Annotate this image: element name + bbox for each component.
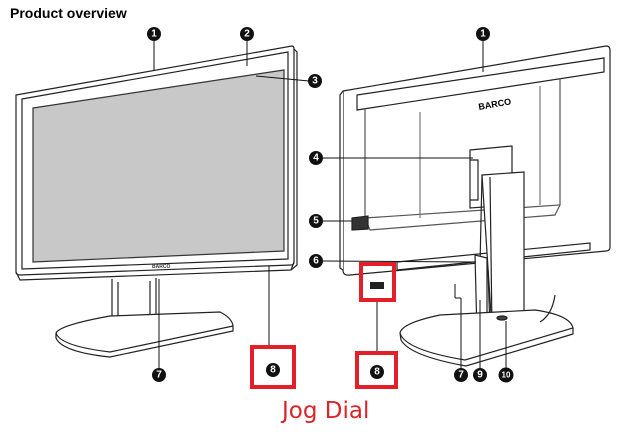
callout-8-highlight-front (250, 345, 296, 389)
svg-text:9: 9 (477, 370, 483, 381)
jog-dial-caption: Jog Dial (282, 398, 370, 424)
svg-text:8: 8 (270, 365, 276, 376)
svg-text:4: 4 (313, 153, 319, 164)
callout-5: 5 (309, 214, 323, 228)
callout-4: 4 (309, 151, 323, 165)
callout-3: 3 (308, 74, 322, 88)
svg-text:2: 2 (244, 29, 250, 40)
callout-1-front: 1 (147, 27, 161, 41)
callout-9: 9 (473, 368, 487, 382)
callout-1-back: 1 (476, 27, 490, 41)
svg-text:3: 3 (312, 76, 318, 87)
svg-text:10: 10 (502, 371, 511, 380)
front-monitor (15, 45, 298, 358)
callout-8-highlight-back (355, 351, 398, 389)
svg-text:6: 6 (313, 256, 319, 267)
callout-8-front: 8 (266, 363, 280, 377)
callout-7-back: 7 (454, 368, 468, 382)
callout-7-front: 7 (152, 368, 166, 382)
leader-lines (153, 39, 507, 369)
callout-2: 2 (240, 27, 254, 41)
svg-text:7: 7 (458, 370, 464, 381)
callout-6: 6 (309, 254, 323, 268)
back-monitor (339, 45, 611, 367)
page-title: Product overview (10, 5, 127, 21)
svg-text:7: 7 (156, 370, 162, 381)
callout-8-back: 8 (370, 365, 384, 379)
jog-dial (370, 282, 384, 289)
svg-text:5: 5 (313, 216, 319, 227)
jog-dial-highlight-back (359, 262, 396, 302)
front-brand-logo: BARCO (152, 264, 170, 270)
svg-text:1: 1 (151, 29, 157, 40)
svg-text:8: 8 (374, 367, 380, 378)
callout-10: 10 (498, 367, 514, 383)
svg-text:1: 1 (480, 29, 486, 40)
